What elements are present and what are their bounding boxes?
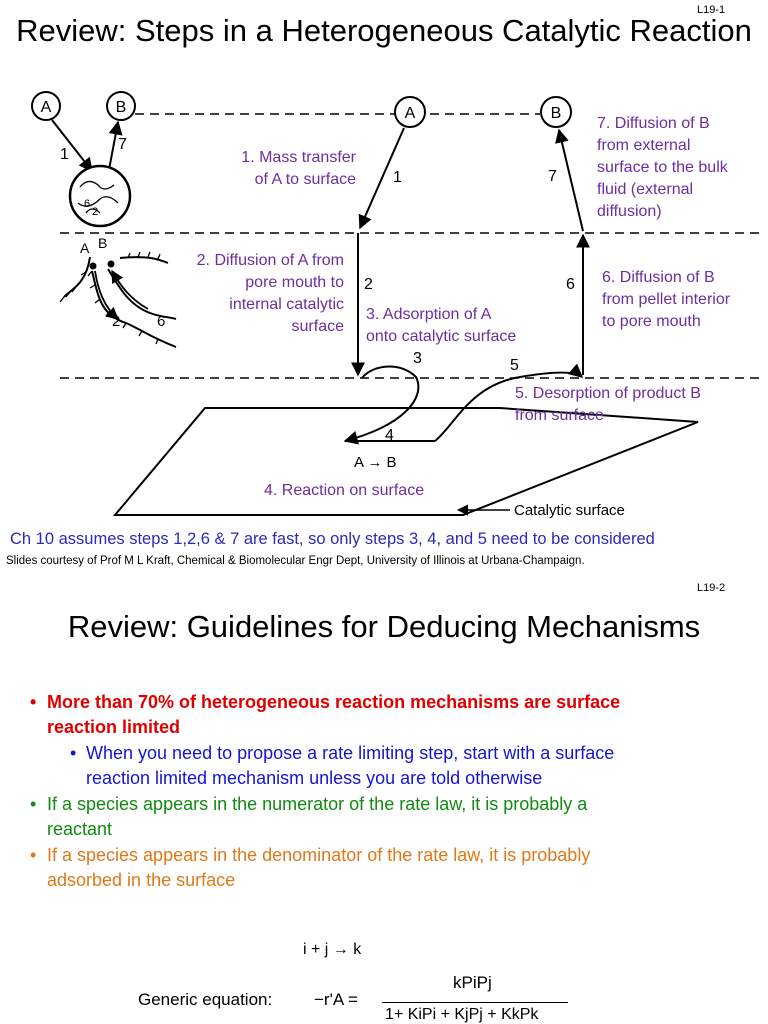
species-b-label: B — [551, 105, 562, 122]
species-a-label-small: A — [41, 99, 52, 116]
step2-caption: 2. Diffusion of A from pore mouth to int… — [196, 252, 344, 335]
bullet-denominator: • If a species appears in the denominato… — [30, 845, 591, 890]
reaction-equation: i + j → k — [303, 941, 362, 958]
svg-text:B: B — [98, 235, 107, 251]
step7-caption: 7. Diffusion of B from external surface … — [597, 115, 728, 220]
bullet-surface-limited: • More than 70% of heterogeneous reactio… — [30, 692, 621, 737]
svg-text:B: B — [116, 99, 127, 116]
catalytic-surface-plane — [112, 407, 699, 516]
svg-text:2: 2 — [92, 206, 98, 218]
svg-text:3: 3 — [413, 350, 422, 367]
step5-caption: 5. Desorption of product B from surface — [515, 385, 701, 424]
catalyst-pellet — [68, 164, 132, 228]
step1-caption: 1. Mass transfer of A to surface — [241, 149, 356, 188]
slide-number: L19-1 — [697, 4, 726, 16]
credits-text: Slides courtesy of Prof M L Kraft, Chemi… — [6, 555, 585, 567]
step4-caption: 4. Reaction on surface — [264, 482, 425, 499]
bullet-numerator: • If a species appears in the numerator … — [30, 794, 588, 839]
svg-text:A: A — [80, 240, 90, 256]
species-b-circle-small — [106, 91, 136, 121]
bullet-rate-limiting: • When you need to propose a rate limiti… — [70, 743, 615, 788]
svg-text:1: 1 — [60, 146, 69, 163]
svg-text:5: 5 — [510, 357, 519, 374]
conclusion-text: Ch 10 assumes steps 1,2,6 & 7 are fast, … — [10, 530, 655, 548]
step1-arrow — [358, 127, 405, 230]
step3-arrow — [343, 365, 420, 445]
species-a-circle-small — [31, 91, 61, 121]
slide2-title: Review: Guidelines for Deducing Mechanis… — [67, 609, 701, 644]
fraction-bar — [382, 1002, 568, 1003]
svg-text:1: 1 — [393, 169, 402, 186]
species-a-label: A — [405, 105, 416, 122]
svg-text:7: 7 — [548, 168, 557, 185]
svg-text:4: 4 — [385, 427, 394, 444]
step6-caption: 6. Diffusion of B from pellet interior t… — [602, 269, 731, 330]
rate-numerator: kPiPj — [453, 973, 492, 992]
generic-equation-label: Generic equation: — [138, 990, 273, 1009]
rate-lhs: −r'A = — [314, 990, 358, 1009]
svg-text:6: 6 — [84, 198, 90, 210]
svg-text:6: 6 — [157, 313, 165, 330]
rate-denominator: 1+ KiPi + KjPj + KkPk — [385, 1006, 539, 1023]
slide2-number: L19-2 — [697, 582, 726, 594]
step7-arrow — [555, 128, 584, 232]
svg-text:7: 7 — [118, 136, 127, 153]
species-b-circle — [540, 96, 572, 128]
svg-text:6: 6 — [566, 276, 575, 293]
step5-arrow — [434, 363, 584, 442]
catalytic-surface-label: Catalytic surface — [514, 502, 625, 519]
catalytic-reaction-diagram: A B 1 7 6 2 A B 2 6 A B 1 7 2 6 3 4 A → … — [31, 91, 765, 519]
slide-title: Review: Steps in a Heterogeneous Catalyt… — [16, 13, 752, 48]
step3-caption: 3. Adsorption of A onto catalytic surfac… — [366, 306, 517, 345]
svg-text:2: 2 — [364, 276, 373, 293]
surface-reaction: A → B — [354, 454, 397, 471]
species-a-circle — [394, 96, 426, 128]
svg-text:2: 2 — [112, 313, 120, 330]
